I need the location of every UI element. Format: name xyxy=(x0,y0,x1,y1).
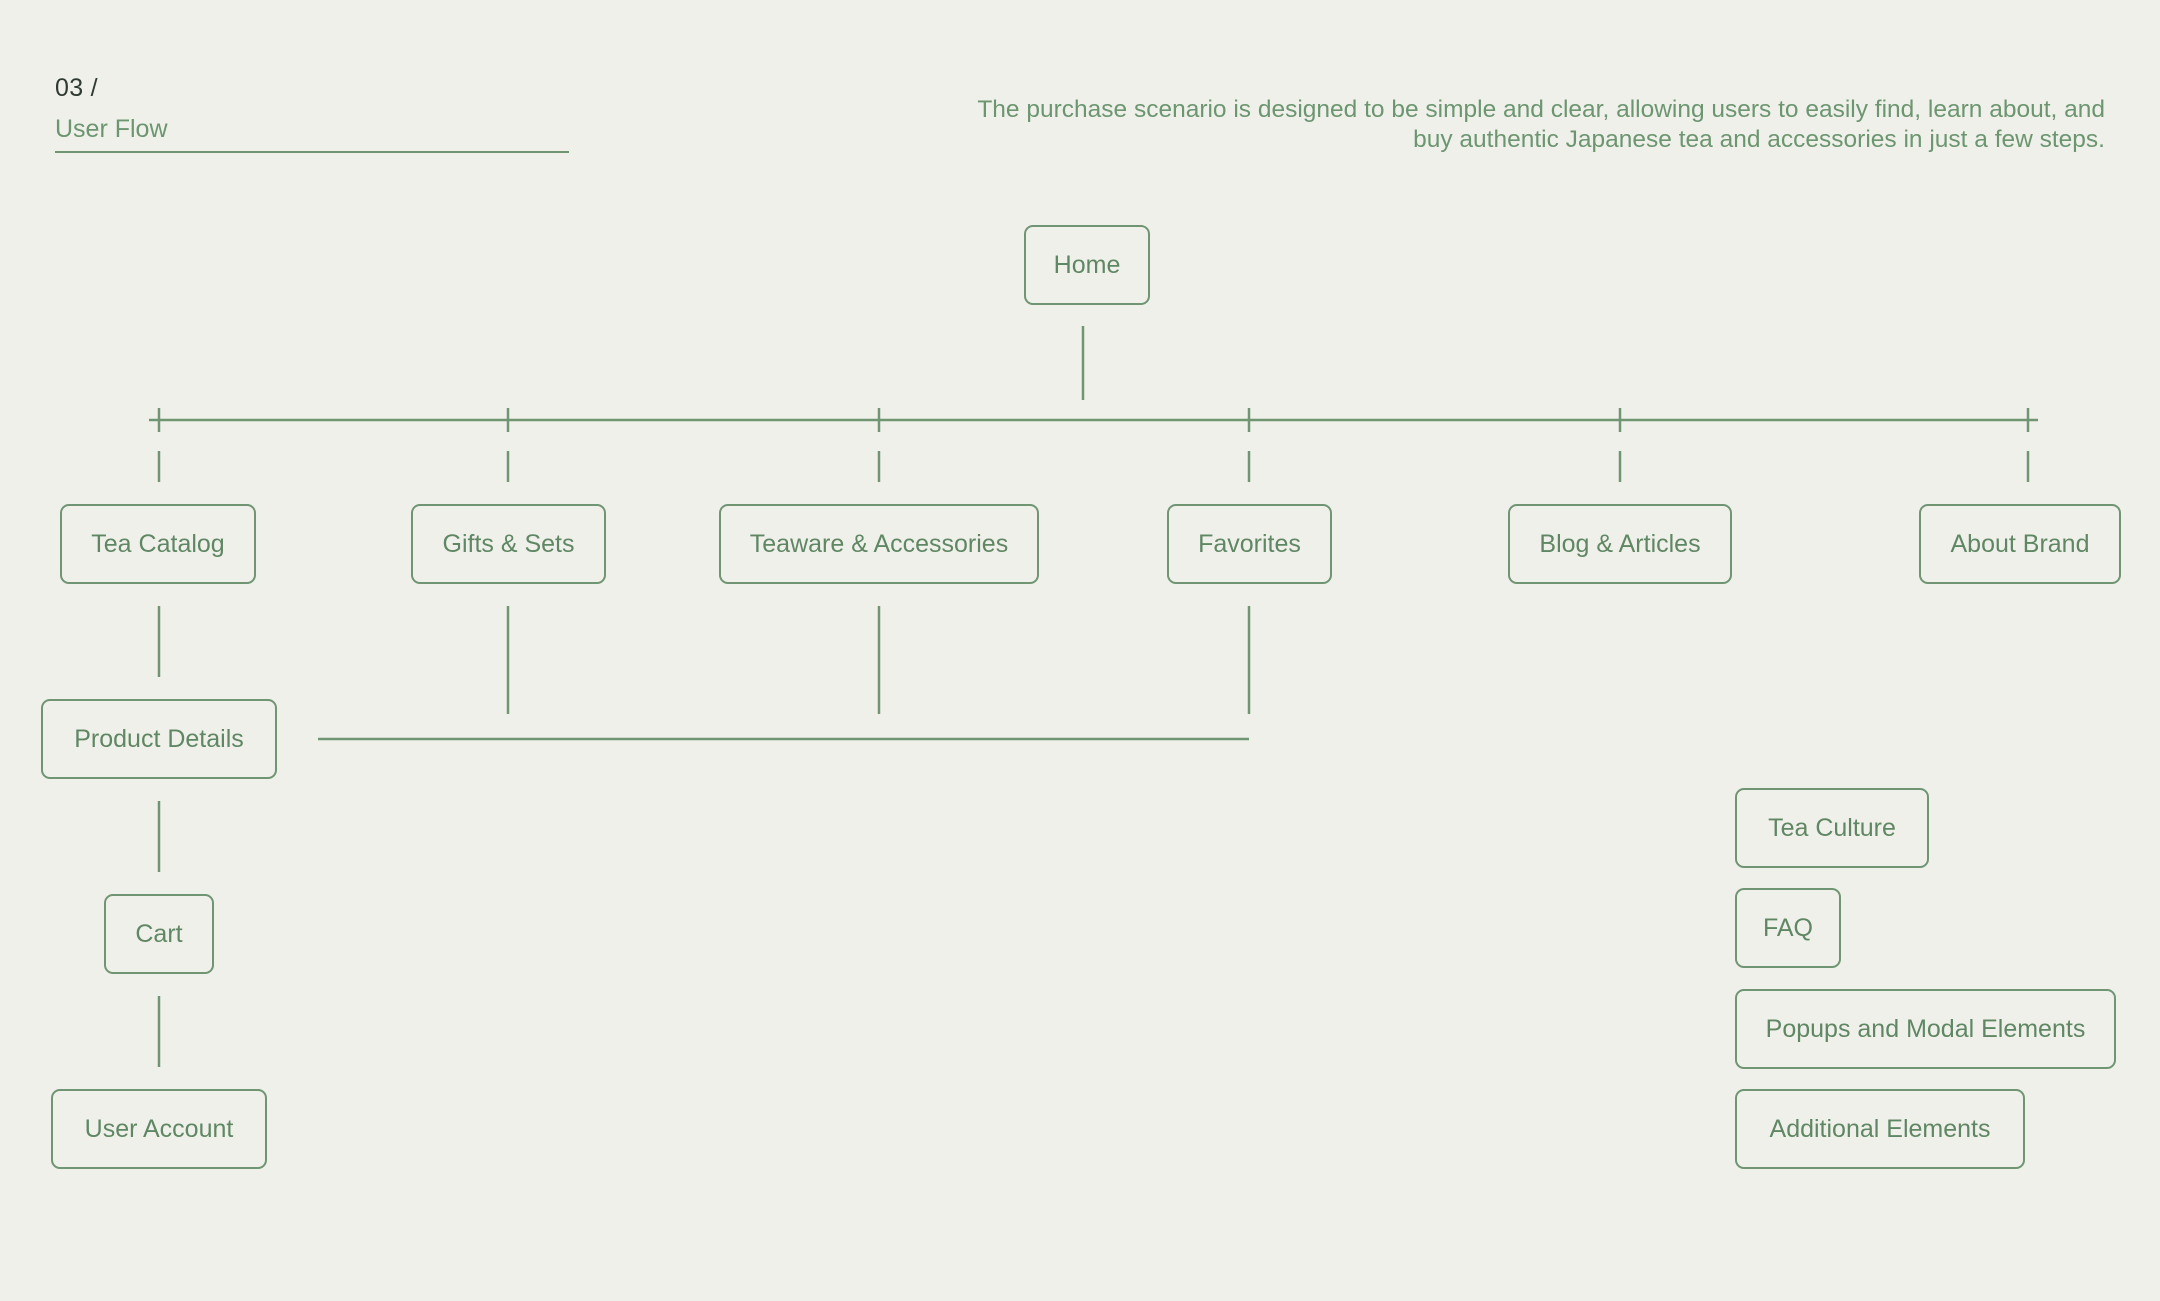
node-about-brand[interactable]: About Brand xyxy=(1919,504,2121,584)
section-number: 03 / xyxy=(55,74,98,102)
node-favorites[interactable]: Favorites xyxy=(1167,504,1332,584)
node-faq[interactable]: FAQ xyxy=(1735,888,1841,968)
node-blog-articles[interactable]: Blog & Articles xyxy=(1508,504,1732,584)
node-user-account[interactable]: User Account xyxy=(51,1089,267,1169)
flow-description: The purchase scenario is designed to be … xyxy=(977,96,2105,153)
node-gifts-sets[interactable]: Gifts & Sets xyxy=(411,504,606,584)
node-home[interactable]: Home xyxy=(1024,225,1150,305)
section-title: User Flow xyxy=(55,115,168,143)
node-additional-elements[interactable]: Additional Elements xyxy=(1735,1089,2025,1169)
node-tea-catalog[interactable]: Tea Catalog xyxy=(60,504,256,584)
node-product-details[interactable]: Product Details xyxy=(41,699,277,779)
node-tea-culture[interactable]: Tea Culture xyxy=(1735,788,1929,868)
node-cart[interactable]: Cart xyxy=(104,894,214,974)
node-popups-modal-elements[interactable]: Popups and Modal Elements xyxy=(1735,989,2116,1069)
node-teaware-accessories[interactable]: Teaware & Accessories xyxy=(719,504,1039,584)
section-divider xyxy=(55,151,569,153)
